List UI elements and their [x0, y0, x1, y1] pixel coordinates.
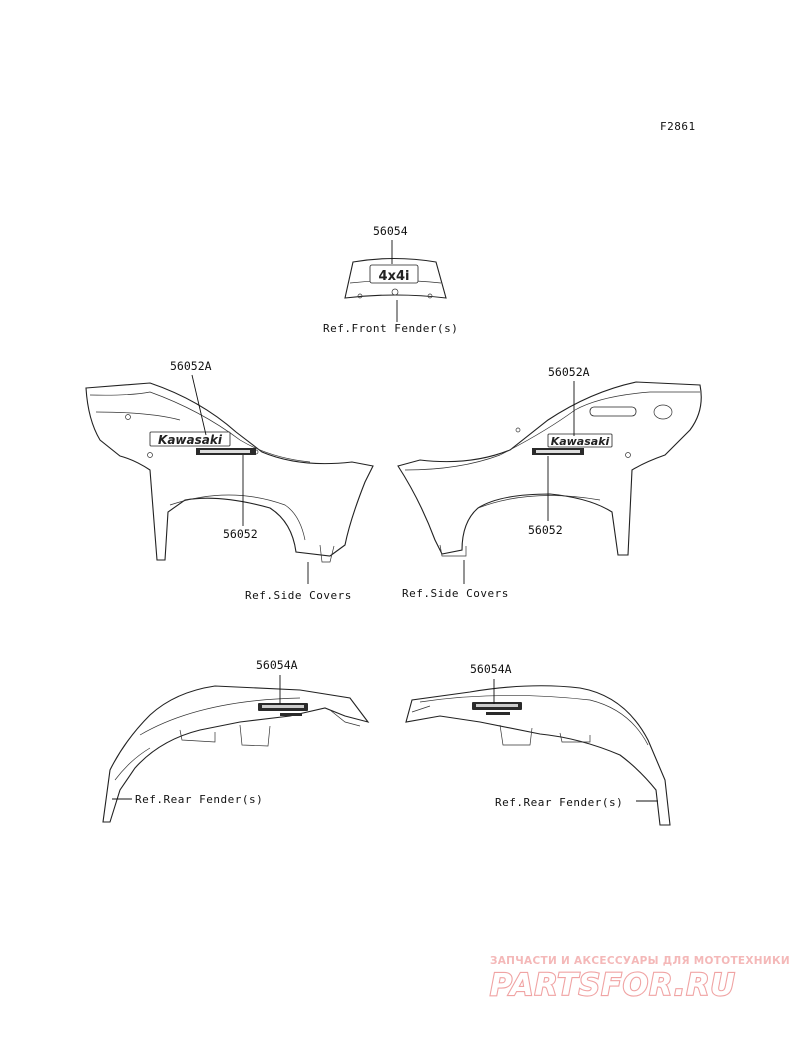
emblem-decal-text: 4x4i [379, 269, 410, 284]
callout-56052a-left: 56052A [170, 359, 212, 373]
ref-side-covers-left: Ref.Side Covers [245, 589, 352, 602]
watermark-logo: PARTSFOR.RU [490, 968, 736, 1003]
callout-56052-right: 56052 [528, 523, 563, 537]
callout-56052a-right: 56052A [548, 365, 590, 379]
ref-side-covers-right: Ref.Side Covers [402, 587, 509, 600]
callout-56052-left: 56052 [223, 527, 258, 541]
left-side-cover[interactable]: Kawasaki [85, 382, 374, 563]
ref-rear-fender-left: Ref.Rear Fender(s) [135, 793, 263, 806]
leader-line [191, 374, 207, 436]
callout-56054a-right: 56054A [470, 662, 512, 676]
kawasaki-decal-right: Kawasaki [551, 435, 610, 448]
front-fender-emblem[interactable]: 4x4i [344, 257, 447, 299]
watermark-tagline: ЗАПЧАСТИ И АКСЕССУАРЫ ДЛЯ МОТОТЕХНИКИ [490, 955, 790, 967]
ref-front-fender: Ref.Front Fender(s) [323, 322, 458, 335]
figure-id: F2861 [660, 120, 696, 133]
right-side-cover[interactable]: Kawasaki [397, 381, 702, 557]
callout-56054: 56054 [373, 224, 408, 238]
kawasaki-decal-left: Kawasaki [158, 433, 223, 447]
ref-rear-fender-right: Ref.Rear Fender(s) [495, 796, 623, 809]
right-rear-fender[interactable] [405, 685, 671, 826]
left-rear-fender[interactable] [102, 685, 370, 823]
callout-56054a-left: 56054A [256, 658, 298, 672]
